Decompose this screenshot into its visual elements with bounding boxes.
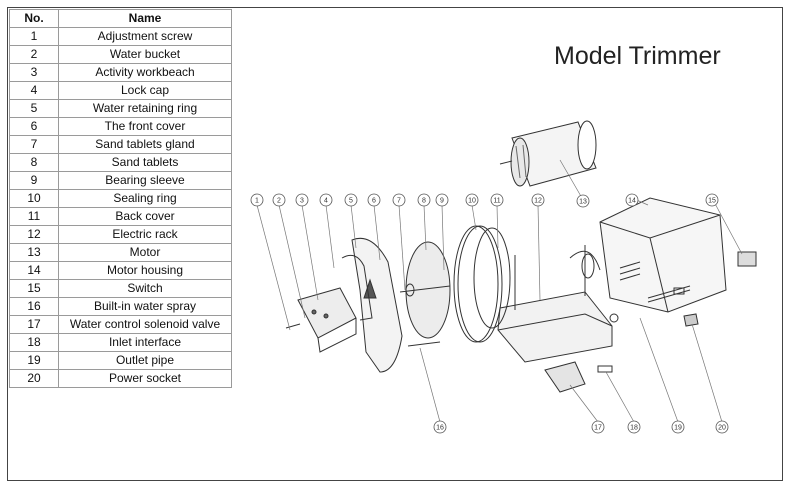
callout-number: 9 bbox=[440, 198, 444, 205]
callout-circle bbox=[295, 193, 309, 207]
callout-circle bbox=[576, 194, 590, 208]
callout-number: 10 bbox=[468, 198, 476, 205]
callout-number: 6 bbox=[372, 198, 376, 205]
callout-number: 18 bbox=[630, 425, 638, 432]
callout-circle bbox=[435, 193, 449, 207]
callout-number: 11 bbox=[493, 198, 500, 205]
callout-circle bbox=[490, 193, 504, 207]
row-number: 12 bbox=[9, 225, 59, 244]
callout-circle bbox=[465, 193, 479, 207]
leader-lines bbox=[256, 159, 743, 423]
small-parts-drawing bbox=[407, 313, 699, 393]
callout-number: 19 bbox=[674, 425, 682, 432]
callout-number: 20 bbox=[718, 425, 726, 432]
callout-circle bbox=[319, 193, 333, 207]
callout-circle bbox=[591, 420, 605, 434]
callout-number: 15 bbox=[708, 198, 716, 205]
callout-circle bbox=[417, 193, 431, 207]
callout-number: 1 bbox=[255, 198, 259, 205]
callout-number: 16 bbox=[436, 425, 444, 432]
sand-tablet-drawing bbox=[399, 241, 451, 339]
part-name: Water retaining ring bbox=[58, 99, 232, 118]
base-drawing bbox=[497, 245, 613, 363]
callout-circle bbox=[625, 193, 639, 207]
part-name: Power socket bbox=[58, 369, 232, 388]
callout-circle bbox=[705, 193, 719, 207]
callout-number: 17 bbox=[594, 425, 602, 432]
part-name: The front cover bbox=[58, 117, 232, 136]
row-number: 20 bbox=[9, 369, 59, 388]
callout-circle bbox=[627, 420, 641, 434]
workbench-drawing bbox=[285, 287, 357, 353]
callout-number: 14 bbox=[628, 198, 636, 205]
callout-number: 8 bbox=[422, 198, 426, 205]
callout-number: 7 bbox=[397, 198, 401, 205]
callout-number: 13 bbox=[579, 199, 587, 206]
callout-circle bbox=[392, 193, 406, 207]
callout-circle bbox=[272, 193, 286, 207]
callout-number: 2 bbox=[277, 198, 281, 205]
part-name: Water bucket bbox=[58, 45, 232, 64]
part-name: Inlet interface bbox=[58, 333, 232, 352]
part-name: Sand tablets gland bbox=[58, 135, 232, 154]
front-cover-drawing bbox=[341, 237, 403, 373]
part-name: Adjustment screw bbox=[58, 27, 232, 46]
callout-circle bbox=[250, 193, 264, 207]
sealing-ring-drawing bbox=[453, 225, 511, 343]
switch-drawing bbox=[737, 251, 757, 267]
callout-number: 12 bbox=[534, 198, 542, 205]
motor-drawing bbox=[499, 120, 597, 187]
callout-circle bbox=[433, 420, 447, 434]
callout-number: 5 bbox=[349, 198, 353, 205]
callout-circle bbox=[715, 420, 729, 434]
part-name: Sealing ring bbox=[58, 189, 232, 208]
callout-number: 3 bbox=[300, 198, 304, 205]
callout-circle bbox=[344, 193, 358, 207]
motor-housing-drawing bbox=[599, 197, 727, 313]
callout-number: 4 bbox=[324, 198, 328, 205]
diagram-title: Model Trimmer bbox=[554, 42, 721, 70]
callout-circle bbox=[531, 193, 545, 207]
part-name: Electric rack bbox=[58, 225, 232, 244]
callout-circle bbox=[367, 193, 381, 207]
callout-circle bbox=[671, 420, 685, 434]
part-name: Lock cap bbox=[58, 81, 232, 100]
part-name: Activity workbeach bbox=[58, 63, 232, 82]
